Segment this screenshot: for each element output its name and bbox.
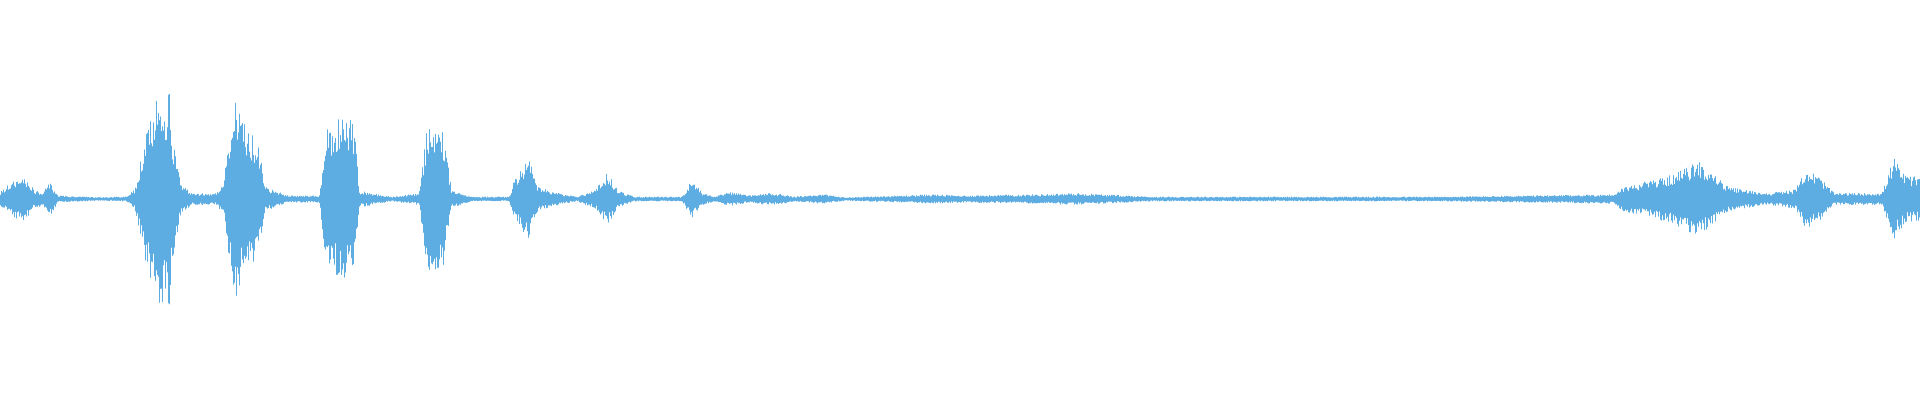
waveform-samples [0,93,1920,305]
